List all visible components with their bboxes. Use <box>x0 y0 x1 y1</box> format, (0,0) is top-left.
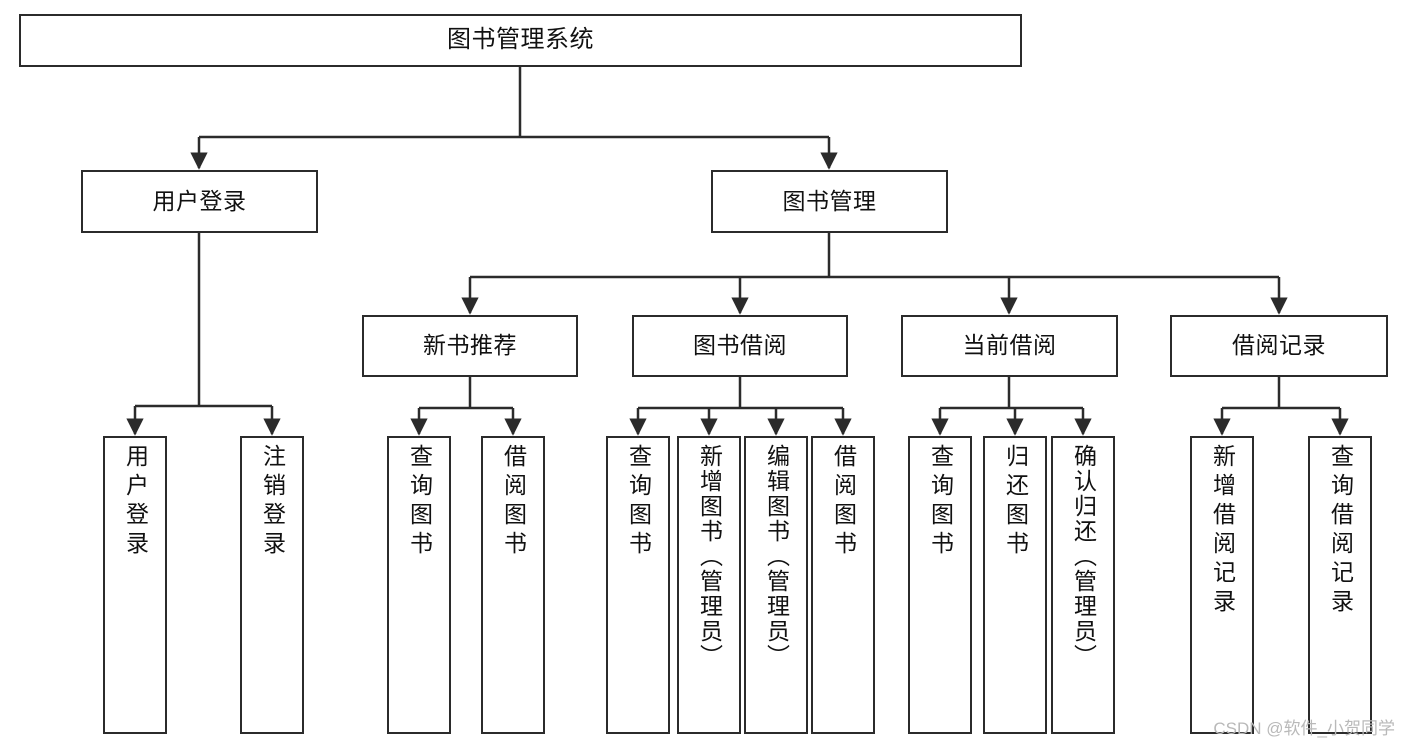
node-new-book-rec[interactable]: 新书推荐 <box>362 315 578 377</box>
node-borrow-record[interactable]: 借阅记录 <box>1170 315 1388 377</box>
node-leaf-logout[interactable]: 注销登录 <box>240 436 304 734</box>
node-leaf-query-book-2[interactable]: 查询图书 <box>606 436 670 734</box>
node-label: 借阅图书 <box>830 444 857 560</box>
node-leaf-query-book-1[interactable]: 查询图书 <box>387 436 451 734</box>
node-label: 用户登录 <box>122 444 149 560</box>
node-label: 图书管理系统 <box>447 26 594 54</box>
node-label: 归还图书 <box>1002 444 1029 560</box>
node-label: 图书借阅 <box>693 332 787 359</box>
node-leaf-add-book[interactable]: 新增图书（管理员） <box>677 436 741 734</box>
node-root[interactable]: 图书管理系统 <box>19 14 1022 67</box>
node-label: 查询图书 <box>927 444 954 560</box>
node-book-manage[interactable]: 图书管理 <box>711 170 948 233</box>
node-leaf-borrow-book-2[interactable]: 借阅图书 <box>811 436 875 734</box>
node-current-borrow[interactable]: 当前借阅 <box>901 315 1118 377</box>
node-label: 借阅图书 <box>500 444 527 560</box>
node-label: 新增图书（管理员） <box>696 444 723 669</box>
node-label: 新书推荐 <box>423 332 517 359</box>
node-label: 查询图书 <box>406 444 433 560</box>
node-label: 借阅记录 <box>1232 332 1326 359</box>
node-label: 新增借阅记录 <box>1209 444 1236 618</box>
node-label: 查询借阅记录 <box>1327 444 1354 618</box>
node-leaf-query-record[interactable]: 查询借阅记录 <box>1308 436 1372 734</box>
node-user-login[interactable]: 用户登录 <box>81 170 318 233</box>
node-label: 编辑图书（管理员） <box>763 444 790 669</box>
node-label: 查询图书 <box>625 444 652 560</box>
node-leaf-user-login[interactable]: 用户登录 <box>103 436 167 734</box>
node-leaf-add-record[interactable]: 新增借阅记录 <box>1190 436 1254 734</box>
node-label: 当前借阅 <box>962 332 1057 359</box>
node-label: 注销登录 <box>259 444 286 560</box>
node-label: 用户登录 <box>152 187 247 214</box>
csdn-watermark: CSDN @软件_小贺同学 <box>1213 719 1395 738</box>
node-label: 图书管理 <box>782 187 877 214</box>
node-leaf-return-book[interactable]: 归还图书 <box>983 436 1047 734</box>
node-label: 确认归还（管理员） <box>1070 444 1097 669</box>
node-leaf-borrow-book-1[interactable]: 借阅图书 <box>481 436 545 734</box>
node-leaf-confirm-return[interactable]: 确认归还（管理员） <box>1051 436 1115 734</box>
node-leaf-query-book-3[interactable]: 查询图书 <box>908 436 972 734</box>
node-leaf-edit-book[interactable]: 编辑图书（管理员） <box>744 436 808 734</box>
node-book-borrow[interactable]: 图书借阅 <box>632 315 848 377</box>
